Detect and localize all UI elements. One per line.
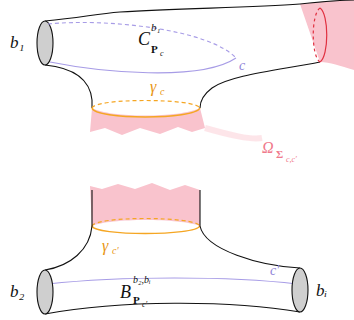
boundary-label: b₁ [10,34,24,51]
boundary-label: b₂ [10,283,24,300]
pants-label: B [120,283,131,301]
pants-label: C [138,30,150,48]
curve-label: γ [102,238,108,254]
subscript: c′ [142,301,147,309]
boundary-label: bᵢ [316,282,327,299]
curve-label: c′ [270,264,279,278]
subscript: c,c′ [286,156,297,164]
curve-label: γ [150,79,156,95]
subscript: c [160,50,164,58]
subscript: P [133,295,140,306]
superscript: b₁ [151,22,160,33]
subscript: P [151,44,158,55]
subscript: Σ [276,149,283,160]
subscript: c [160,87,164,97]
superscript: b₂,bᵢ [133,275,151,285]
curve-label: c [239,59,245,73]
subscript: c′ [112,246,119,256]
region-label: Ω [262,140,274,156]
